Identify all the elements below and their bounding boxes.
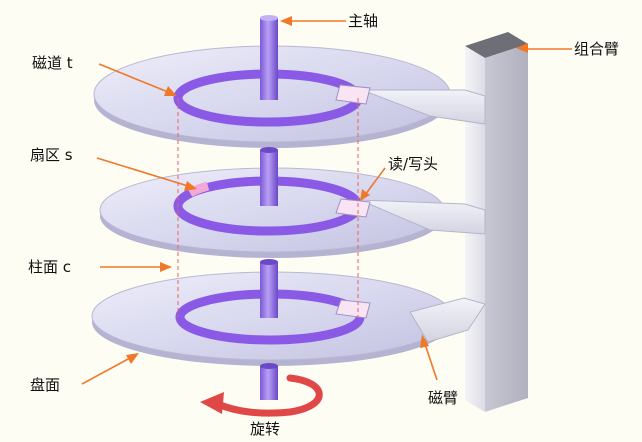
head-top [335,84,371,105]
platter-label: 盘面 [30,376,61,394]
head-bottom [335,299,371,319]
platter-middle [99,167,486,258]
spindle [260,15,278,400]
arm-label: 磁臂 [428,389,459,407]
platter-bottom [91,271,486,366]
arm-middle [359,199,486,235]
track-label: 磁道 t [32,54,73,72]
sector-highlight [187,181,210,197]
head-middle [335,198,371,218]
rotation-label: 旋转 [250,420,281,438]
arm-bottom [409,297,486,343]
arm-assembly-label: 组合臂 [574,40,620,58]
sector-label: 扇区 s [30,146,73,164]
cylinder-guides [177,98,359,317]
arm-top [361,89,486,125]
callout-arrows [81,16,572,385]
platter-top [93,45,486,148]
spindle-label: 主轴 [348,12,379,30]
head-label: 读/写头 [388,155,439,173]
rotation-arrow-icon [200,374,323,417]
cylinder-label: 柱面 c [28,258,72,276]
